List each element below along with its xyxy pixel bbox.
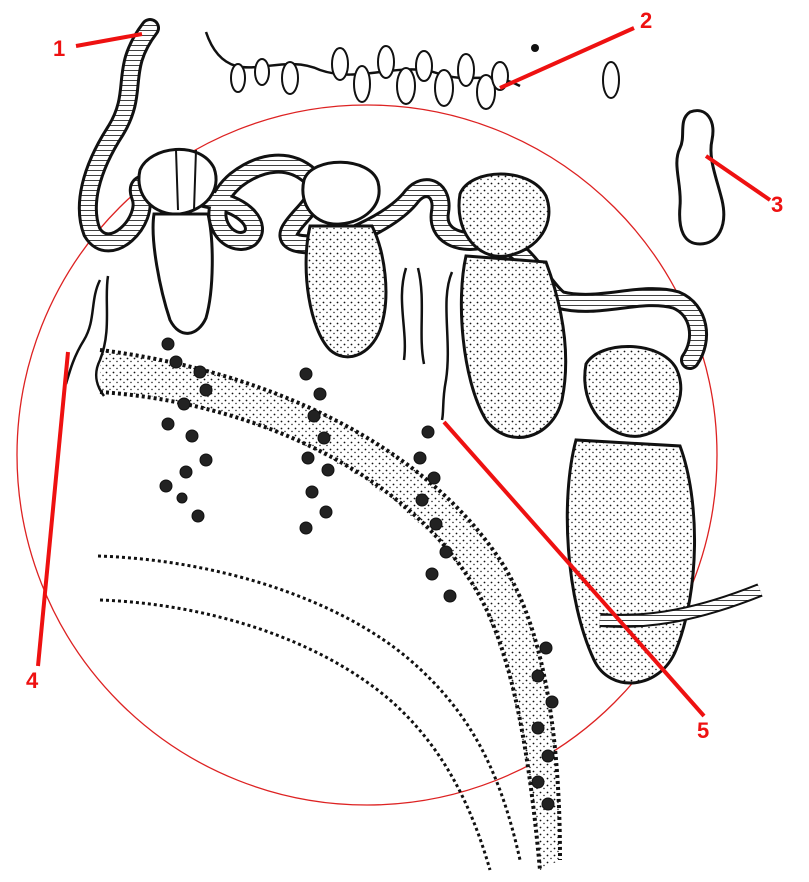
single-ribosome [677, 111, 724, 244]
polysome-overview [206, 32, 619, 109]
callout-3: 3 [771, 192, 783, 217]
callout-5: 5 [697, 718, 709, 743]
callout-4: 4 [26, 668, 39, 693]
ribosome-b [303, 162, 386, 357]
ribosome-d [567, 346, 760, 683]
callout-2: 2 [640, 8, 652, 33]
ribosome-a [139, 149, 216, 333]
callout-1: 1 [53, 36, 65, 61]
callout-line-4 [38, 352, 68, 666]
ribosome-c [459, 174, 566, 437]
